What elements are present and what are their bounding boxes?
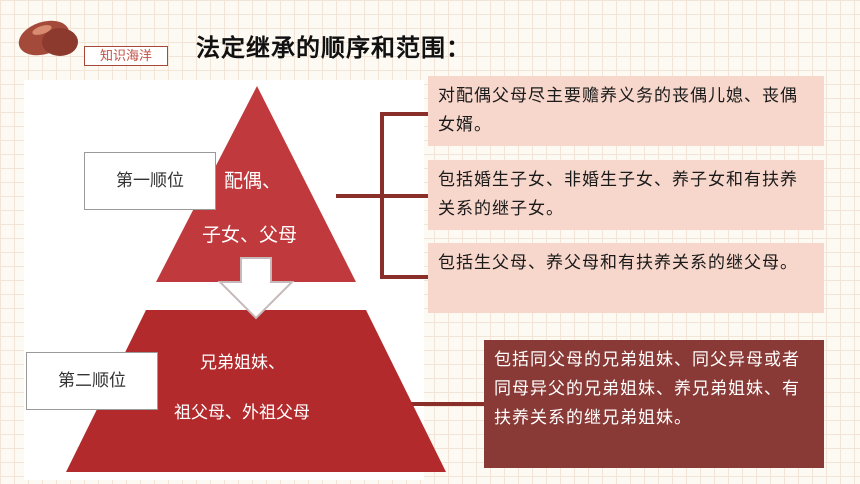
page-title: 法定继承的顺序和范围：: [196, 34, 471, 62]
tier1-connector: [336, 112, 428, 279]
tier1-members-line2: 子女、父母: [202, 224, 298, 246]
tier1-tag: 第一顺位: [84, 152, 216, 210]
tier2-members-line2: 祖父母、外祖父母: [174, 403, 310, 423]
note-children: 包括婚生子女、非婚生子女、养子女和有扶养关系的继子女。: [428, 160, 824, 230]
tier2-trapezoid: [66, 310, 446, 472]
section-badge: 知识海洋: [14, 12, 168, 66]
badge-label: 知识海洋: [84, 46, 168, 66]
tier2-tag: 第二顺位: [26, 352, 158, 410]
note-siblings: 包括同父母的兄弟姐妹、同父异母或者同母异父的兄弟姐妹、养兄弟姐妹、有扶养关系的继…: [484, 340, 824, 468]
tier1-triangle: [156, 86, 356, 282]
tier2-members-line1: 兄弟姐妹、: [200, 353, 285, 373]
tier1-members-line1: 配偶、: [224, 170, 282, 192]
note-in-law: 对配偶父母尽主要赡养义务的丧偶儿媳、丧偶女婿。: [428, 76, 824, 146]
note-parents: 包括生父母、养父母和有扶养关系的继父母。: [428, 243, 824, 313]
down-arrow-icon: [217, 257, 295, 320]
badge-blob-icon: [18, 20, 78, 56]
